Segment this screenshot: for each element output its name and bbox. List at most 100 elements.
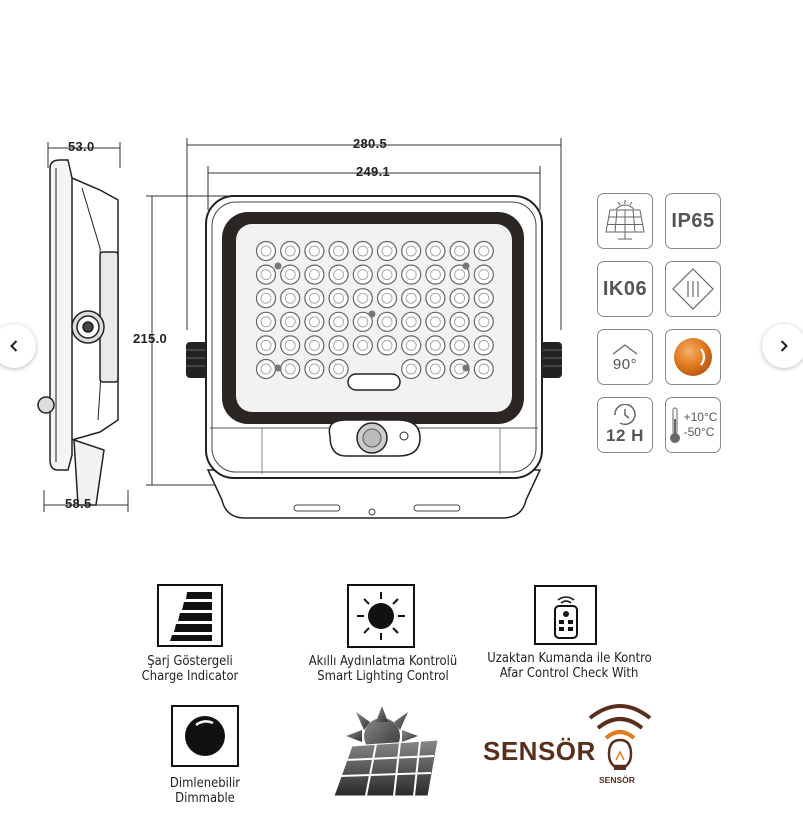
charge-caption-en: Charge Indicator (141, 668, 239, 684)
thermometer-icon (669, 407, 680, 443)
led (449, 288, 470, 309)
dim-caption-en: Dimmable (175, 790, 235, 806)
solar-panel-icon (605, 200, 645, 240)
ip-rating-badge: IP65 (665, 193, 721, 249)
led (328, 335, 349, 356)
led (425, 264, 446, 285)
technical-drawing (37, 138, 562, 519)
dim-bottom-depth: 58.5 (65, 496, 92, 511)
dimmable-icon (171, 705, 239, 767)
led (449, 264, 470, 285)
operating-temp-badge: +10°C -50°C (665, 397, 721, 453)
screw (462, 262, 470, 270)
ik-rating-badge: IK06 (597, 261, 653, 317)
led (473, 358, 494, 380)
led (425, 240, 446, 262)
led (280, 288, 301, 309)
dim-overall-width: 280.5 (353, 136, 388, 151)
led (255, 240, 277, 262)
led (352, 288, 373, 309)
dim-caption-tr: Dimlenebilir (169, 775, 241, 791)
chevron-right-icon (780, 340, 788, 352)
led (280, 335, 301, 356)
led (401, 288, 422, 309)
right-mount-knob (540, 342, 562, 378)
led (255, 311, 277, 332)
dimmable-caption: Dimlenebilir Dimmable (149, 776, 261, 806)
smart-caption-tr: Akıllı Aydınlatma Kontrolü (308, 653, 458, 669)
duration-text: 12 H (606, 426, 644, 445)
led (401, 264, 422, 285)
led (376, 335, 398, 356)
led (425, 335, 446, 356)
smart-lighting-caption: Akıllı Aydınlatma Kontrolü Smart Lightin… (297, 654, 469, 684)
sensor-label: SENSÖR (483, 736, 596, 766)
ik-rating-text: IK06 (602, 277, 648, 300)
warm-light-icon (674, 338, 712, 376)
sensor-bulb-icon (588, 704, 652, 770)
led (255, 288, 277, 309)
charge-indicator-caption: Şarj Göstergeli Charge Indicator (130, 654, 250, 684)
led (473, 311, 494, 332)
solar-panel-badge (597, 193, 653, 249)
led (401, 311, 422, 332)
led (280, 311, 301, 332)
led-grid (255, 240, 494, 380)
dim-panel-width: 249.1 (356, 164, 391, 179)
led (449, 240, 470, 262)
led (425, 358, 446, 380)
remote-caption-en: Afar Control Check With (499, 665, 639, 681)
led (352, 264, 373, 285)
ip-rating-text: IP65 (671, 209, 715, 232)
screw (368, 310, 376, 318)
sensor-small-label: SENSÖR (599, 775, 635, 785)
next-image-button[interactable] (762, 324, 803, 368)
chevron-left-icon (10, 340, 18, 352)
side-view (37, 159, 119, 506)
charge-indicator-strip (347, 373, 401, 391)
led (328, 288, 349, 309)
led (473, 335, 494, 356)
beam-angle-badge: 90° (597, 329, 653, 385)
duration-badge: 12 H (597, 397, 653, 453)
dim-height: 215.0 (133, 331, 168, 346)
led (401, 335, 422, 356)
led (473, 288, 494, 309)
led (280, 240, 301, 262)
led (328, 311, 349, 332)
remote-control-icon (534, 585, 597, 645)
angle-icon (612, 343, 638, 355)
led (304, 264, 325, 285)
led (304, 240, 325, 262)
screw (274, 262, 282, 270)
diamond-impact-icon (672, 268, 714, 310)
led (328, 264, 349, 285)
remote-control-caption: Uzaktan Kumanda ile Kontro Afar Control … (487, 650, 652, 681)
led (401, 240, 422, 262)
led (449, 311, 470, 332)
led (280, 264, 301, 285)
led (376, 288, 398, 309)
temp-low-text: 50°C (687, 425, 715, 439)
screw (462, 364, 470, 372)
led (376, 240, 398, 262)
front-view (186, 195, 562, 519)
led (376, 311, 398, 332)
left-mount-knob (186, 342, 208, 378)
led (425, 311, 446, 332)
led (425, 288, 446, 309)
led (473, 240, 494, 262)
charge-indicator-icon (157, 584, 223, 647)
led (328, 358, 349, 380)
prev-image-button[interactable] (0, 324, 36, 368)
clock-icon (614, 404, 636, 426)
led (304, 358, 325, 380)
led (304, 335, 325, 356)
remote-caption-tr: Uzaktan Kumanda ile Kontro (487, 650, 652, 666)
led (255, 264, 277, 285)
led (401, 358, 422, 380)
screw (274, 364, 282, 372)
led (304, 288, 325, 309)
